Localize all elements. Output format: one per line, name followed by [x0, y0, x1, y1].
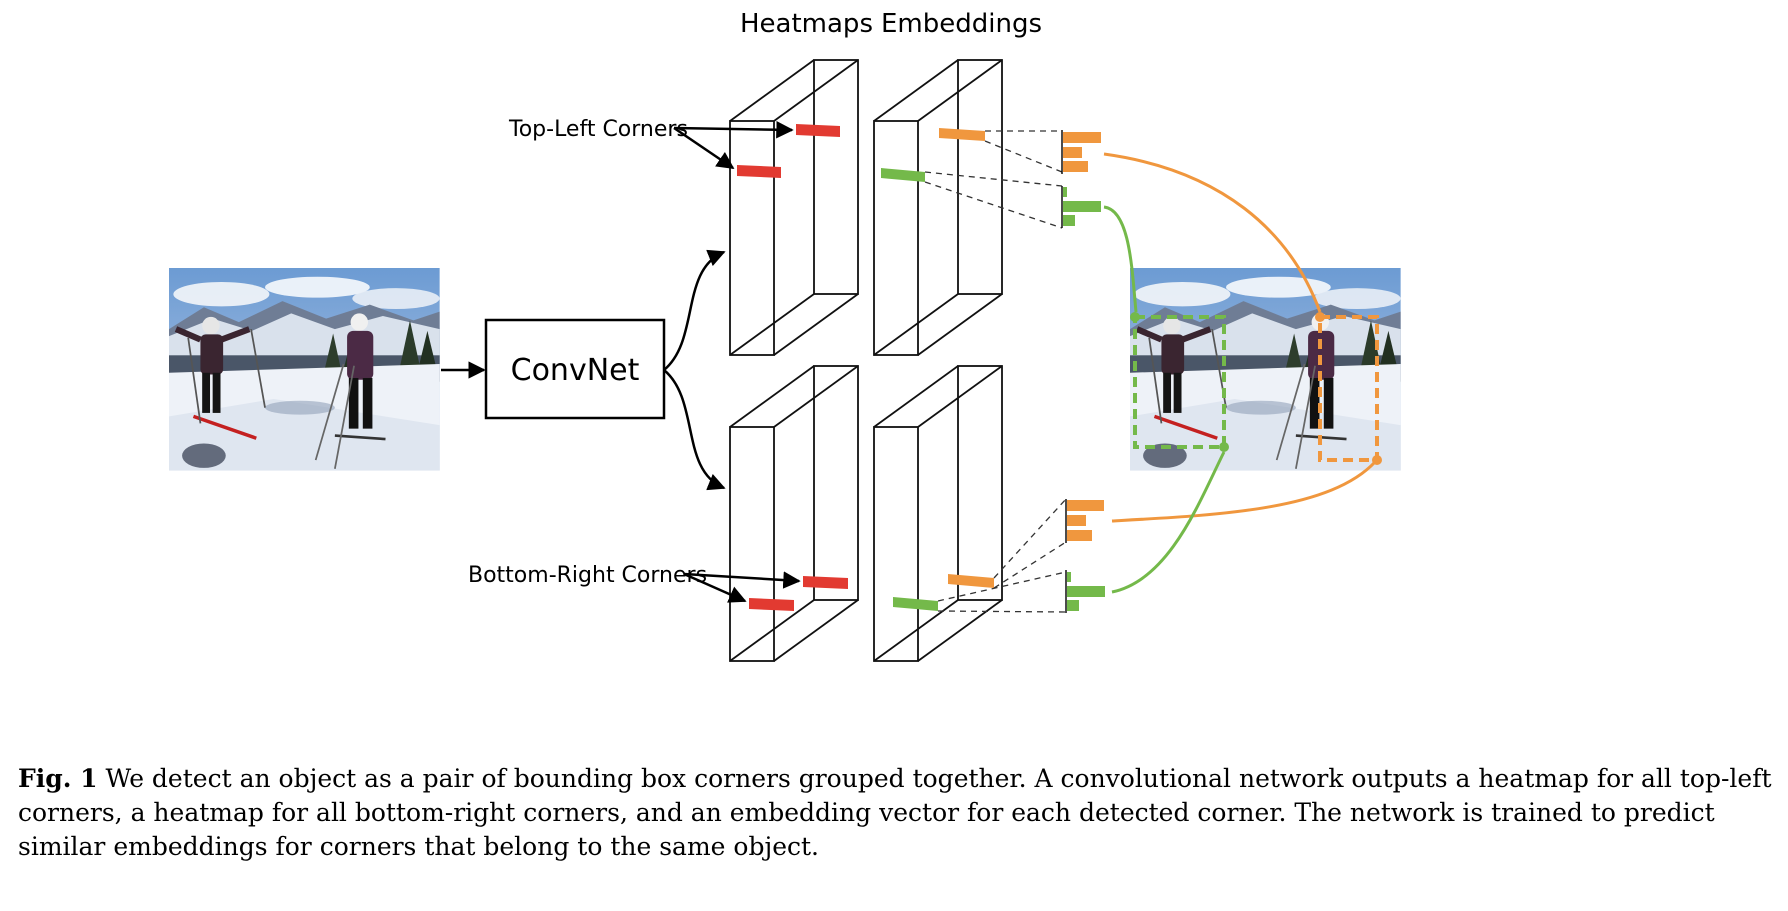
caption-text: We detect an object as a pair of boundin… [18, 764, 1772, 861]
top-left-corners-label: Top-Left Corners [508, 117, 688, 142]
grouping-curve-orange-top [1103, 152, 1322, 313]
projection-lines [924, 130, 1067, 613]
top-left-pointer-2 [673, 126, 735, 170]
convnet-box [484, 318, 666, 420]
embedding-mark-br-green [893, 597, 938, 611]
embeddings-header: Embeddings [881, 9, 1042, 39]
embedding-vector-br-green [1065, 570, 1105, 613]
input-photo [169, 268, 440, 471]
heatmap-mark-br-1 [803, 576, 848, 589]
embedding-vector-tl-green [1061, 186, 1101, 228]
branch-arrow-top [663, 249, 726, 371]
heatmaps-header: Heatmaps [740, 9, 873, 39]
branch-arrow-bottom [663, 369, 726, 491]
detected-box-orange [1318, 315, 1379, 462]
convnet-label: ConvNet [511, 353, 640, 388]
detected-box-green [1133, 315, 1226, 449]
grouping-curve-orange-bottom [1111, 460, 1377, 523]
heatmap-volume-bottom [729, 365, 859, 662]
embedding-volume-top [873, 59, 1003, 356]
heatmap-marks [737, 124, 848, 611]
bottom-right-corners-label: Bottom-Right Corners [468, 563, 707, 588]
embedding-vector-br-orange [1065, 499, 1104, 543]
corner-dot-green-br [1219, 442, 1229, 452]
embedding-vector-tl-orange [1061, 130, 1101, 174]
heatmap-volume-top [729, 59, 859, 356]
corner-dot-orange-tl [1315, 312, 1325, 322]
heatmap-mark-br-2 [749, 598, 794, 611]
bottom-right-pointer-2 [683, 572, 747, 603]
embedding-mark-tl-green [881, 168, 925, 182]
embedding-mark-tl-orange [939, 128, 985, 141]
caption-label: Fig. 1 [18, 764, 98, 793]
heatmap-mark-tl-2 [737, 165, 781, 178]
heatmap-mark-tl-1 [796, 124, 840, 137]
grouping-curve-green-top [1103, 205, 1138, 313]
corner-dot-green-tl [1130, 312, 1140, 322]
embedding-volume-bottom [873, 365, 1003, 662]
embedding-marks [881, 128, 994, 611]
output-photo [1130, 268, 1401, 471]
bottom-right-pointer-1 [683, 571, 801, 589]
top-left-pointer-1 [673, 120, 794, 139]
embedding-mark-br-orange [948, 574, 994, 588]
grouping-curve-green-bottom [1111, 451, 1226, 594]
